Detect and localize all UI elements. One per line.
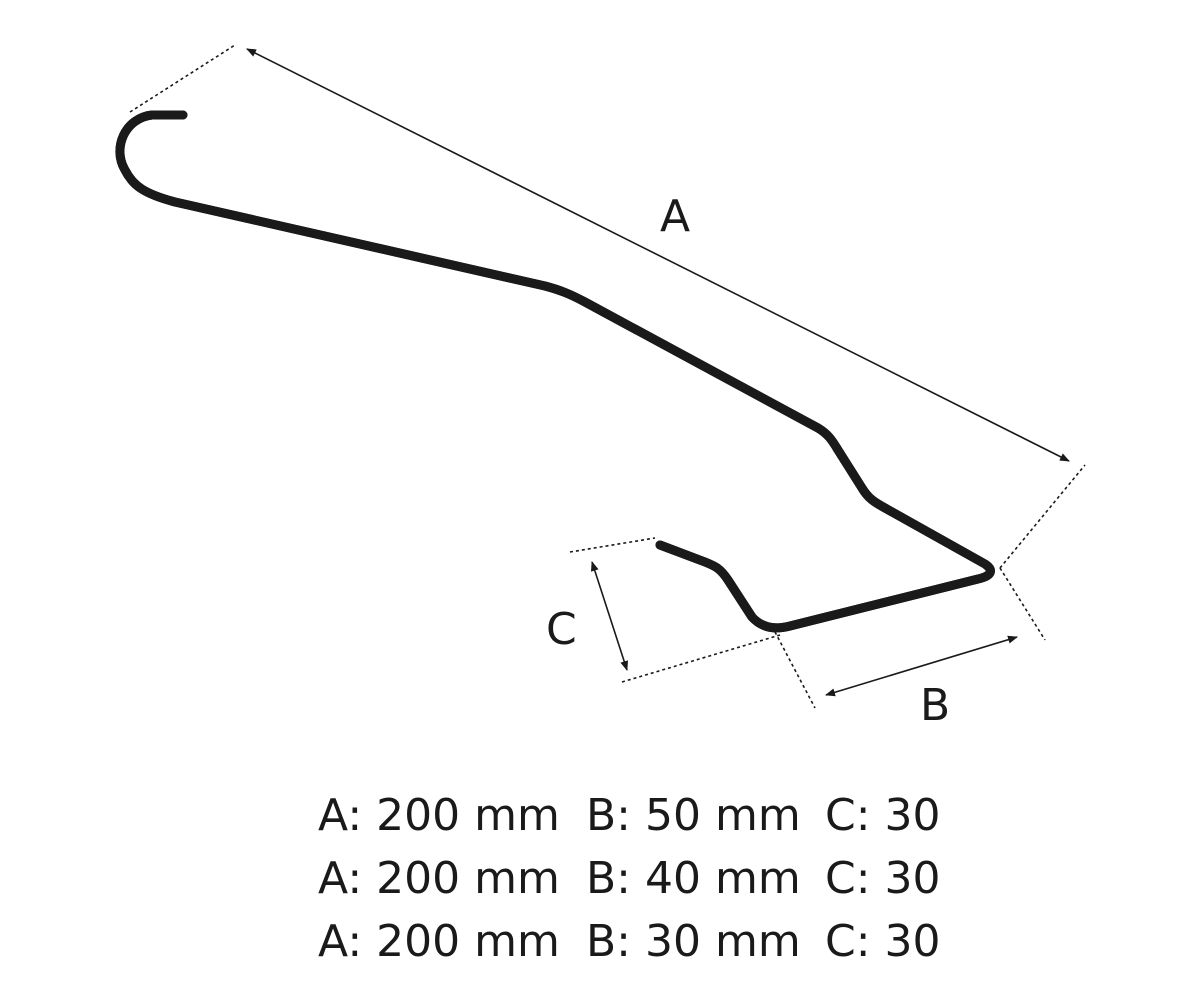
spec-row-1-a: A: 200 mm [318, 790, 560, 841]
dimension-c-label: C [546, 604, 577, 655]
dimension-b-label: B [920, 680, 951, 731]
spec-row-2-b: B: 40 mm [586, 853, 801, 904]
spec-row-1-b: B: 50 mm [586, 790, 801, 841]
spec-row-3-b: B: 30 mm [586, 916, 801, 967]
spec-row-2-c: C: 30 [825, 853, 941, 904]
dimension-b-arrow [825, 635, 1018, 697]
spec-row-3-c: C: 30 [825, 916, 941, 967]
dimension-a-label: A [660, 191, 691, 242]
extension-lines [129, 44, 1086, 709]
spec-row-2-a: A: 200 mm [318, 853, 560, 904]
spec-row-3-a: A: 200 mm [318, 916, 560, 967]
dimension-a-arrow [246, 48, 1070, 462]
dimension-c-arrow [590, 561, 629, 671]
wire-hook [120, 110, 991, 628]
dimension-arrows [246, 48, 1070, 697]
spec-row-1-c: C: 30 [825, 790, 941, 841]
